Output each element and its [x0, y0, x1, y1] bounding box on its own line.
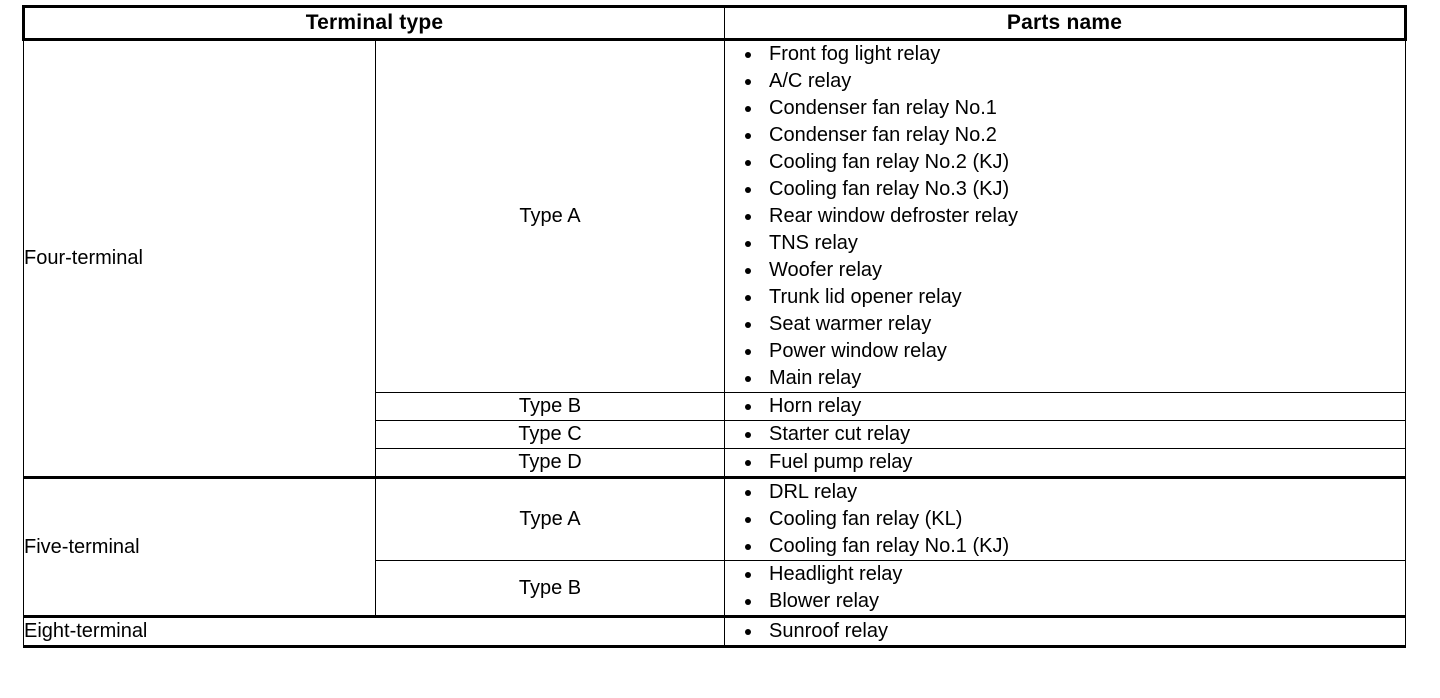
list-item: Power window relay: [725, 338, 1405, 365]
list-item: Sunroof relay: [725, 618, 1405, 645]
type-label: Type C: [375, 420, 725, 449]
type-label: Type A: [375, 38, 725, 393]
list-item: Cooling fan relay No.1 (KJ): [725, 533, 1405, 560]
type-label: Type B: [375, 392, 725, 421]
type-label: Type D: [375, 448, 725, 478]
list-item: TNS relay: [725, 230, 1405, 257]
list-item: Trunk lid opener relay: [725, 284, 1405, 311]
list-item: Cooling fan relay No.3 (KJ): [725, 176, 1405, 203]
parts-list: Fuel pump relay: [725, 449, 1405, 476]
parts-name-cell: Starter cut relay: [724, 420, 1406, 449]
type-label: Type B: [375, 560, 725, 617]
list-item: Front fog light relay: [725, 41, 1405, 68]
parts-name-cell: Horn relay: [724, 392, 1406, 421]
terminal-type-label: Four-terminal: [23, 38, 376, 478]
list-item: Condenser fan relay No.2: [725, 122, 1405, 149]
list-item: Cooling fan relay No.2 (KJ): [725, 149, 1405, 176]
type-label: Type A: [375, 476, 725, 561]
header-row: Terminal type Parts name: [22, 5, 1407, 41]
parts-list: Horn relay: [725, 393, 1405, 420]
parts-name-cell: Sunroof relay: [724, 615, 1406, 648]
list-item: Headlight relay: [725, 561, 1405, 588]
list-item: Horn relay: [725, 393, 1405, 420]
table-header: Terminal type Parts name: [22, 5, 1407, 41]
list-item: Condenser fan relay No.1: [725, 95, 1405, 122]
terminal-type-label: Eight-terminal: [23, 615, 725, 648]
list-item: Fuel pump relay: [725, 449, 1405, 476]
list-item: DRL relay: [725, 479, 1405, 506]
list-item: Woofer relay: [725, 257, 1405, 284]
terminal-type-label: Five-terminal: [23, 476, 376, 617]
parts-list: Starter cut relay: [725, 421, 1405, 448]
list-item: A/C relay: [725, 68, 1405, 95]
column-header-terminal-type: Terminal type: [22, 5, 725, 41]
parts-name-cell: Fuel pump relay: [724, 448, 1406, 478]
parts-list: Sunroof relay: [725, 618, 1405, 645]
list-item: Starter cut relay: [725, 421, 1405, 448]
list-item: Seat warmer relay: [725, 311, 1405, 338]
list-item: Rear window defroster relay: [725, 203, 1405, 230]
column-header-parts-name: Parts name: [724, 5, 1407, 41]
list-item: Cooling fan relay (KL): [725, 506, 1405, 533]
list-item: Main relay: [725, 365, 1405, 392]
list-item: Blower relay: [725, 588, 1405, 615]
